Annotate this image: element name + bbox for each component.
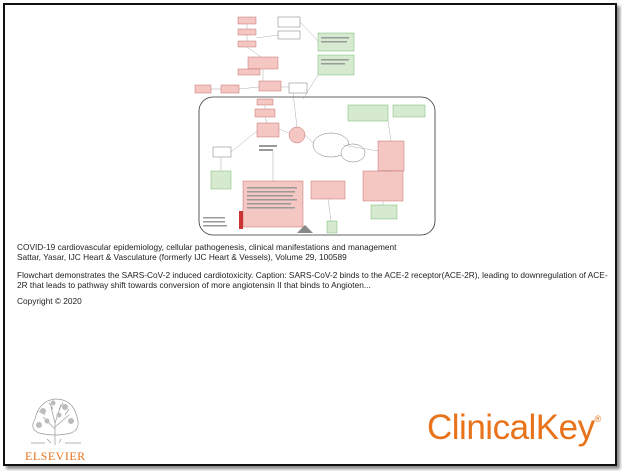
figure-caption: Flowchart demonstrates the SARS-CoV-2 in… — [17, 270, 608, 290]
article-source: Sattar, Yasar, IJC Heart & Vasculature (… — [17, 252, 347, 262]
registered-mark: ® — [594, 414, 602, 424]
copyright-notice: Copyright © 2020 — [17, 296, 82, 306]
article-title: COVID-19 cardiovascular epidemiology, ce… — [17, 242, 397, 252]
flowchart-figure[interactable] — [193, 11, 437, 239]
citation: COVID-19 cardiovascular epidemiology, ce… — [17, 242, 617, 262]
figure-viewer-frame: COVID-19 cardiovascular epidemiology, ce… — [3, 3, 617, 466]
elsevier-tree-logo — [25, 393, 85, 447]
clinicalkey-wordmark: ClinicalKey — [427, 408, 595, 447]
elsevier-wordmark: ELSEVIER — [25, 449, 86, 463]
clinicalkey-logo: ClinicalKey® — [427, 408, 601, 448]
